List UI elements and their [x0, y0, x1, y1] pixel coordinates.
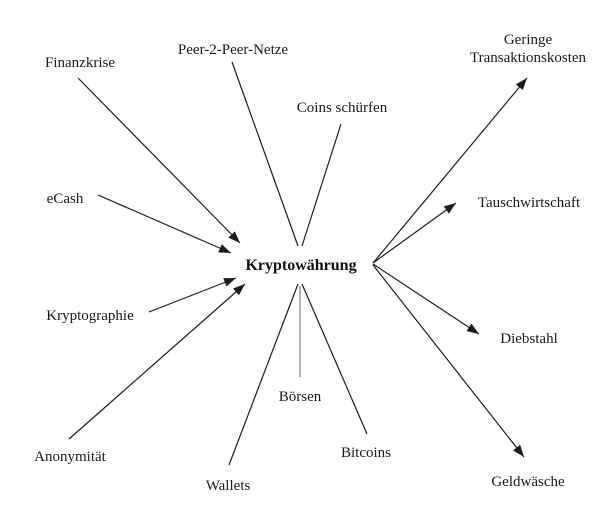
edge-kryptowaehrung-to-diebstahl	[372, 263, 480, 335]
edge-kryptographie-to-kryptowaehrung	[148, 277, 237, 313]
edge-anonymitaet-to-kryptowaehrung	[68, 283, 246, 440]
node-label-peer2peer: Peer-2-Peer-Netze	[177, 42, 289, 58]
node-label-bitcoins: Bitcoins	[340, 445, 392, 461]
edge-coins-schuerfen-to-kryptowaehrung	[301, 123, 342, 247]
center-node-label: Kryptowährung	[245, 257, 357, 274]
node-label-coins-schuerfen: Coins schürfen	[296, 100, 388, 116]
node-label-tauschwirtschaft: Tauschwirtschaft	[477, 195, 581, 211]
edge-kryptowaehrung-to-geringe-transaktionskosten	[372, 77, 528, 264]
edge-kryptowaehrung-to-tauschwirtschaft	[372, 202, 457, 264]
node-label-diebstahl: Diebstahl	[500, 331, 558, 347]
node-label-wallets: Wallets	[205, 478, 251, 494]
node-label-kryptographie: Kryptographie	[46, 308, 134, 324]
edge-peer2peer-to-kryptowaehrung	[231, 61, 299, 247]
node-label-geringe-transaktionskosten: Geringe Transaktionskosten	[469, 32, 587, 66]
node-label-boersen: Börsen	[278, 389, 322, 405]
node-label-finanzkrise: Finanzkrise	[45, 55, 115, 71]
node-label-ecash: eCash	[46, 191, 84, 207]
node-label-anonymitaet: Anonymität	[34, 449, 106, 465]
node-label-geldwaesche: Geldwäsche	[491, 474, 565, 490]
edge-ecash-to-kryptowaehrung	[97, 194, 232, 254]
edge-wallets-to-kryptowaehrung	[228, 283, 299, 466]
edge-bitcoins-to-kryptowaehrung	[301, 283, 368, 435]
edge-finanzkrise-to-kryptowaehrung	[77, 77, 241, 244]
edge-kryptowaehrung-to-geldwaesche	[372, 264, 525, 458]
